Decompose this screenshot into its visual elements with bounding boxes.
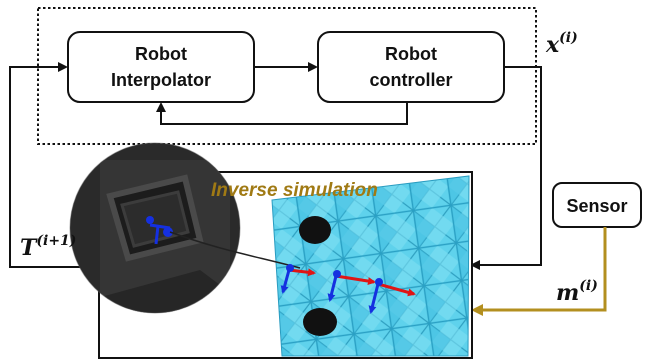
robot-controller-label-1: Robot <box>385 44 437 64</box>
marker-blob-top <box>299 216 331 244</box>
target-label: T(i+1) <box>20 233 76 261</box>
sensor-label: Sensor <box>566 196 627 216</box>
tendon-line <box>169 231 301 269</box>
marker-blob-bottom <box>303 308 337 336</box>
state-output-arrow <box>470 66 542 270</box>
simulation-panel: Inverse simulation <box>69 142 473 359</box>
robot-boundary <box>37 7 537 145</box>
sensor-block: Sensor <box>552 182 642 228</box>
soft-mesh <box>271 175 470 357</box>
measurement-label: m(i) <box>556 278 598 306</box>
robot-interpolator-label-1: Robot <box>135 44 187 64</box>
state-label: x(i) <box>545 30 578 58</box>
robot-controller-label-2: controller <box>369 70 452 90</box>
robot-controller-block: Robot controller <box>317 31 505 103</box>
zoom-lens <box>70 143 240 313</box>
target-input-arrow <box>9 62 99 268</box>
robot-interpolator-block: Robot Interpolator <box>67 31 255 103</box>
robot-interpolator-label-2: Interpolator <box>111 70 211 90</box>
sensor-measurement-arrow <box>471 227 607 316</box>
force-arrows <box>280 264 416 314</box>
controller-feedback-arrow <box>156 102 408 125</box>
inverse-simulation-title: Inverse simulation <box>211 180 378 201</box>
